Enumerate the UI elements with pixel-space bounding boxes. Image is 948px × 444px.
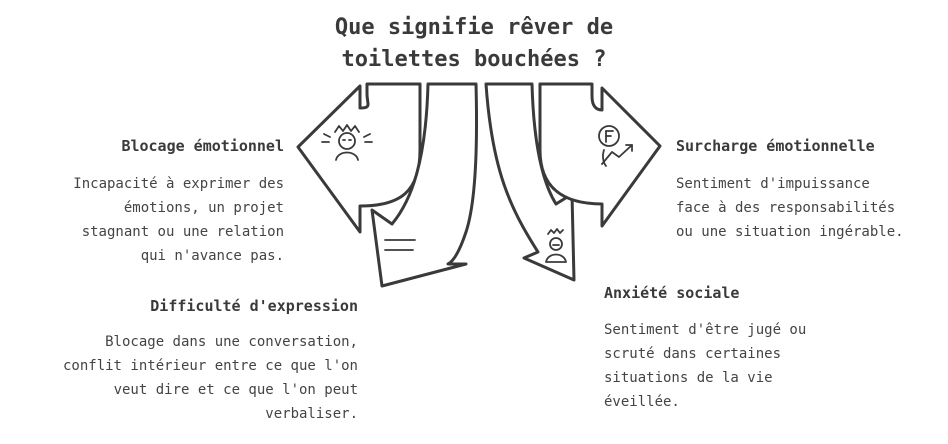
- heading-blocage-emotionnel: Blocage émotionnel: [121, 137, 284, 155]
- frustrated-face-icon: [321, 124, 373, 161]
- financial-stress-icon: [598, 125, 633, 167]
- description-line: veut dire et ce que l'on peut: [113, 382, 358, 398]
- diagram-title-line-2: toilettes bouchées ?: [341, 47, 607, 72]
- description-anxiete-sociale: Sentiment d'être jugé ou scruté dans cer…: [604, 318, 806, 414]
- anxious-person-icon: [545, 228, 567, 263]
- description-line: scruté dans certaines: [604, 346, 782, 362]
- description-line: face à des responsabilités: [676, 200, 896, 216]
- description-line: ou une situation ingérable.: [676, 224, 904, 240]
- heading-anxiete-sociale: Anxiété sociale: [604, 284, 740, 302]
- description-line: verbaliser.: [265, 406, 358, 422]
- arrow-difficulte-expression: [370, 82, 479, 288]
- description-line: éveillée.: [604, 394, 680, 410]
- description-difficulte-expression: Blocage dans une conversation, conflit i…: [63, 330, 358, 426]
- description-line: Incapacité à exprimer des: [73, 176, 284, 192]
- arrow-surcharge-emotionnelle: [538, 82, 662, 228]
- description-line: stagnant ou une relation: [81, 224, 284, 240]
- speech-lines-icon: [384, 239, 416, 251]
- heading-surcharge-emotionnelle: Surcharge émotionnelle: [676, 137, 875, 155]
- description-line: Blocage dans une conversation,: [105, 334, 358, 350]
- description-blocage-emotionnel: Incapacité à exprimer des émotions, un p…: [73, 172, 284, 268]
- description-line: émotions, un projet: [123, 200, 284, 216]
- description-surcharge-emotionnelle: Sentiment d'impuissance face à des respo…: [676, 172, 904, 244]
- description-line: Sentiment d'impuissance: [676, 176, 870, 192]
- description-line: conflit intérieur entre ce que l'on: [62, 358, 358, 374]
- diagram-title-line-1: Que signifie rêver de: [334, 15, 614, 40]
- heading-difficulte-expression: Difficulté d'expression: [150, 297, 358, 315]
- description-line: Sentiment d'être jugé ou: [604, 322, 807, 338]
- description-line: situations de la vie: [604, 370, 773, 386]
- description-line: qui n'avance pas.: [140, 248, 284, 264]
